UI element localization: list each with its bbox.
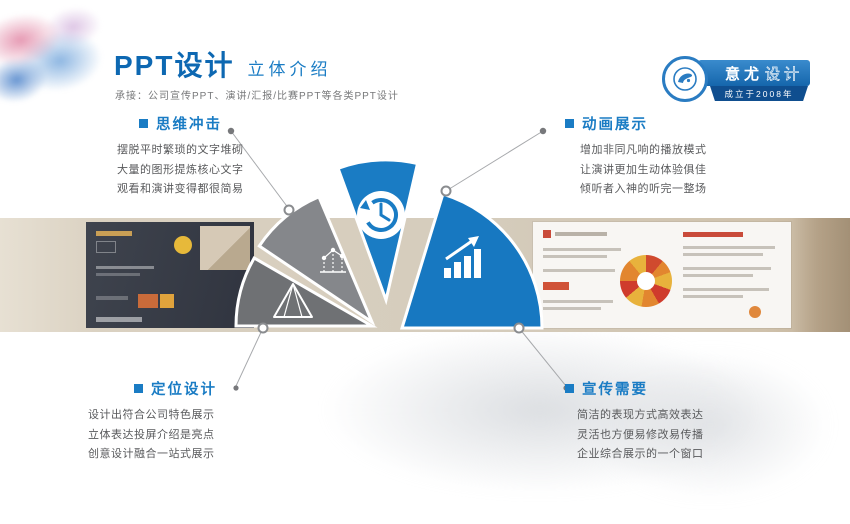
decor <box>200 226 250 270</box>
bullet-square-icon <box>139 119 148 128</box>
body-line: 企业综合展示的一个窗口 <box>577 448 704 460</box>
wedge-promotion <box>399 192 544 330</box>
decor <box>543 269 615 272</box>
section-body: 增加非同凡响的播放模式 让演讲更加生动体验俱佳 倾听者入神的听完一整场 <box>580 141 745 200</box>
body-line: 设计出符合公司特色展示 <box>88 409 215 421</box>
decor <box>683 253 763 256</box>
connector-dots <box>227 127 569 391</box>
body-line: 立体表达投屏介绍是亮点 <box>88 428 215 441</box>
decor <box>555 232 607 236</box>
bullet-square-icon <box>134 384 143 393</box>
body-line: 让演讲更加生动体验俱佳 <box>580 163 707 176</box>
decor <box>683 232 743 237</box>
section-title: 动画展示 <box>582 117 648 133</box>
section-positioning: 定位设计 设计出符合公司特色展示 立体表达投屏介绍是亮点 创意设计融合一站式展示 <box>88 378 268 465</box>
section-title-row: 思维冲击 <box>139 113 297 134</box>
decor <box>749 306 761 318</box>
history-clock-icon <box>357 191 405 239</box>
brand-badge: 意尤 设计 成立于2008年 <box>662 55 812 103</box>
decor <box>543 300 613 303</box>
section-promotion: 宣传需要 简洁的表现方式高效表达 灵活也方便易修改易传播 企业综合展示的一个窗口 <box>565 378 745 465</box>
decor <box>174 236 192 254</box>
slide-thumbnail-dark <box>86 222 254 328</box>
section-body: 摆脱平时繁琐的文字堆砌 大量的图形提炼核心文字 观看和演讲变得都很简易 <box>117 141 297 200</box>
decor <box>683 295 743 298</box>
body-line: 简洁的表现方式高效表达 <box>577 409 704 421</box>
title-main: PPT设计 <box>114 50 235 81</box>
connector-lines <box>230 130 567 387</box>
brand-ribbon: 意尤 设计 <box>698 60 810 86</box>
decor <box>96 296 128 300</box>
background-wash <box>540 320 850 524</box>
body-line: 摆脱平时繁琐的文字堆砌 <box>117 144 244 156</box>
decor <box>683 274 753 277</box>
decor <box>96 241 116 253</box>
section-title-row: 动画展示 <box>565 113 745 134</box>
body-line: 增加非同凡响的播放模式 <box>580 144 707 156</box>
flower-chart-decor <box>620 255 672 307</box>
bar-growth-icon <box>444 236 481 278</box>
section-body: 简洁的表现方式高效表达 灵活也方便易修改易传播 企业综合展示的一个窗口 <box>577 406 745 465</box>
portfolio-photo-strip <box>0 218 850 332</box>
decor <box>543 282 569 290</box>
body-line: 倾听者入神的听完一整场 <box>580 183 707 195</box>
photo-wall-edge <box>792 218 850 332</box>
decor <box>543 248 621 251</box>
title-subtitle: 立体介绍 <box>247 60 332 79</box>
wedge-mind-impact <box>257 194 376 327</box>
decor <box>96 266 154 269</box>
brand-name-bold: 意尤 <box>724 65 763 83</box>
brand-logo-icon <box>662 56 708 102</box>
decor <box>96 273 140 276</box>
decor <box>683 246 775 249</box>
line-chart-icon <box>320 247 346 273</box>
body-line: 大量的图形提炼核心文字 <box>117 163 244 176</box>
decor <box>138 294 158 308</box>
decor <box>683 288 769 291</box>
brand-logo-glyph <box>673 67 697 91</box>
section-animation: 动画展示 增加非同凡响的播放模式 让演讲更加生动体验俱佳 倾听者入神的听完一整场 <box>565 113 745 200</box>
section-title-row: 宣传需要 <box>565 378 745 399</box>
decor <box>543 230 551 238</box>
decor <box>543 307 601 310</box>
brand-name-light: 设计 <box>765 65 804 83</box>
decor <box>96 317 142 322</box>
section-title: 宣传需要 <box>582 382 648 398</box>
body-line: 观看和演讲变得都很简易 <box>117 183 244 195</box>
section-title: 定位设计 <box>151 382 217 398</box>
bullet-square-icon <box>565 384 574 393</box>
section-body: 设计出符合公司特色展示 立体表达投屏介绍是亮点 创意设计融合一站式展示 <box>88 406 268 465</box>
decor <box>543 255 607 258</box>
brand-since: 成立于2008年 <box>710 86 808 101</box>
decor <box>160 294 174 308</box>
section-mind-impact: 思维冲击 摆脱平时繁琐的文字堆砌 大量的图形提炼核心文字 观看和演讲变得都很简易 <box>117 113 297 200</box>
pyramid-icon <box>273 283 313 318</box>
section-title-row: 定位设计 <box>134 378 268 399</box>
tagline: 承接：公司宣传PPT、演讲/汇报/比赛PPT等各类PPT设计 <box>115 91 399 102</box>
body-line: 灵活也方便易修改易传播 <box>577 428 704 441</box>
slide-thumbnail-light <box>533 222 791 328</box>
decor <box>683 267 771 270</box>
decor <box>96 231 132 236</box>
bullet-square-icon <box>565 119 574 128</box>
body-line: 创意设计融合一站式展示 <box>88 448 215 460</box>
wedge-positioning <box>234 255 378 328</box>
page-title: PPT设计 立体介绍 <box>114 44 331 84</box>
section-title: 思维冲击 <box>156 117 222 133</box>
